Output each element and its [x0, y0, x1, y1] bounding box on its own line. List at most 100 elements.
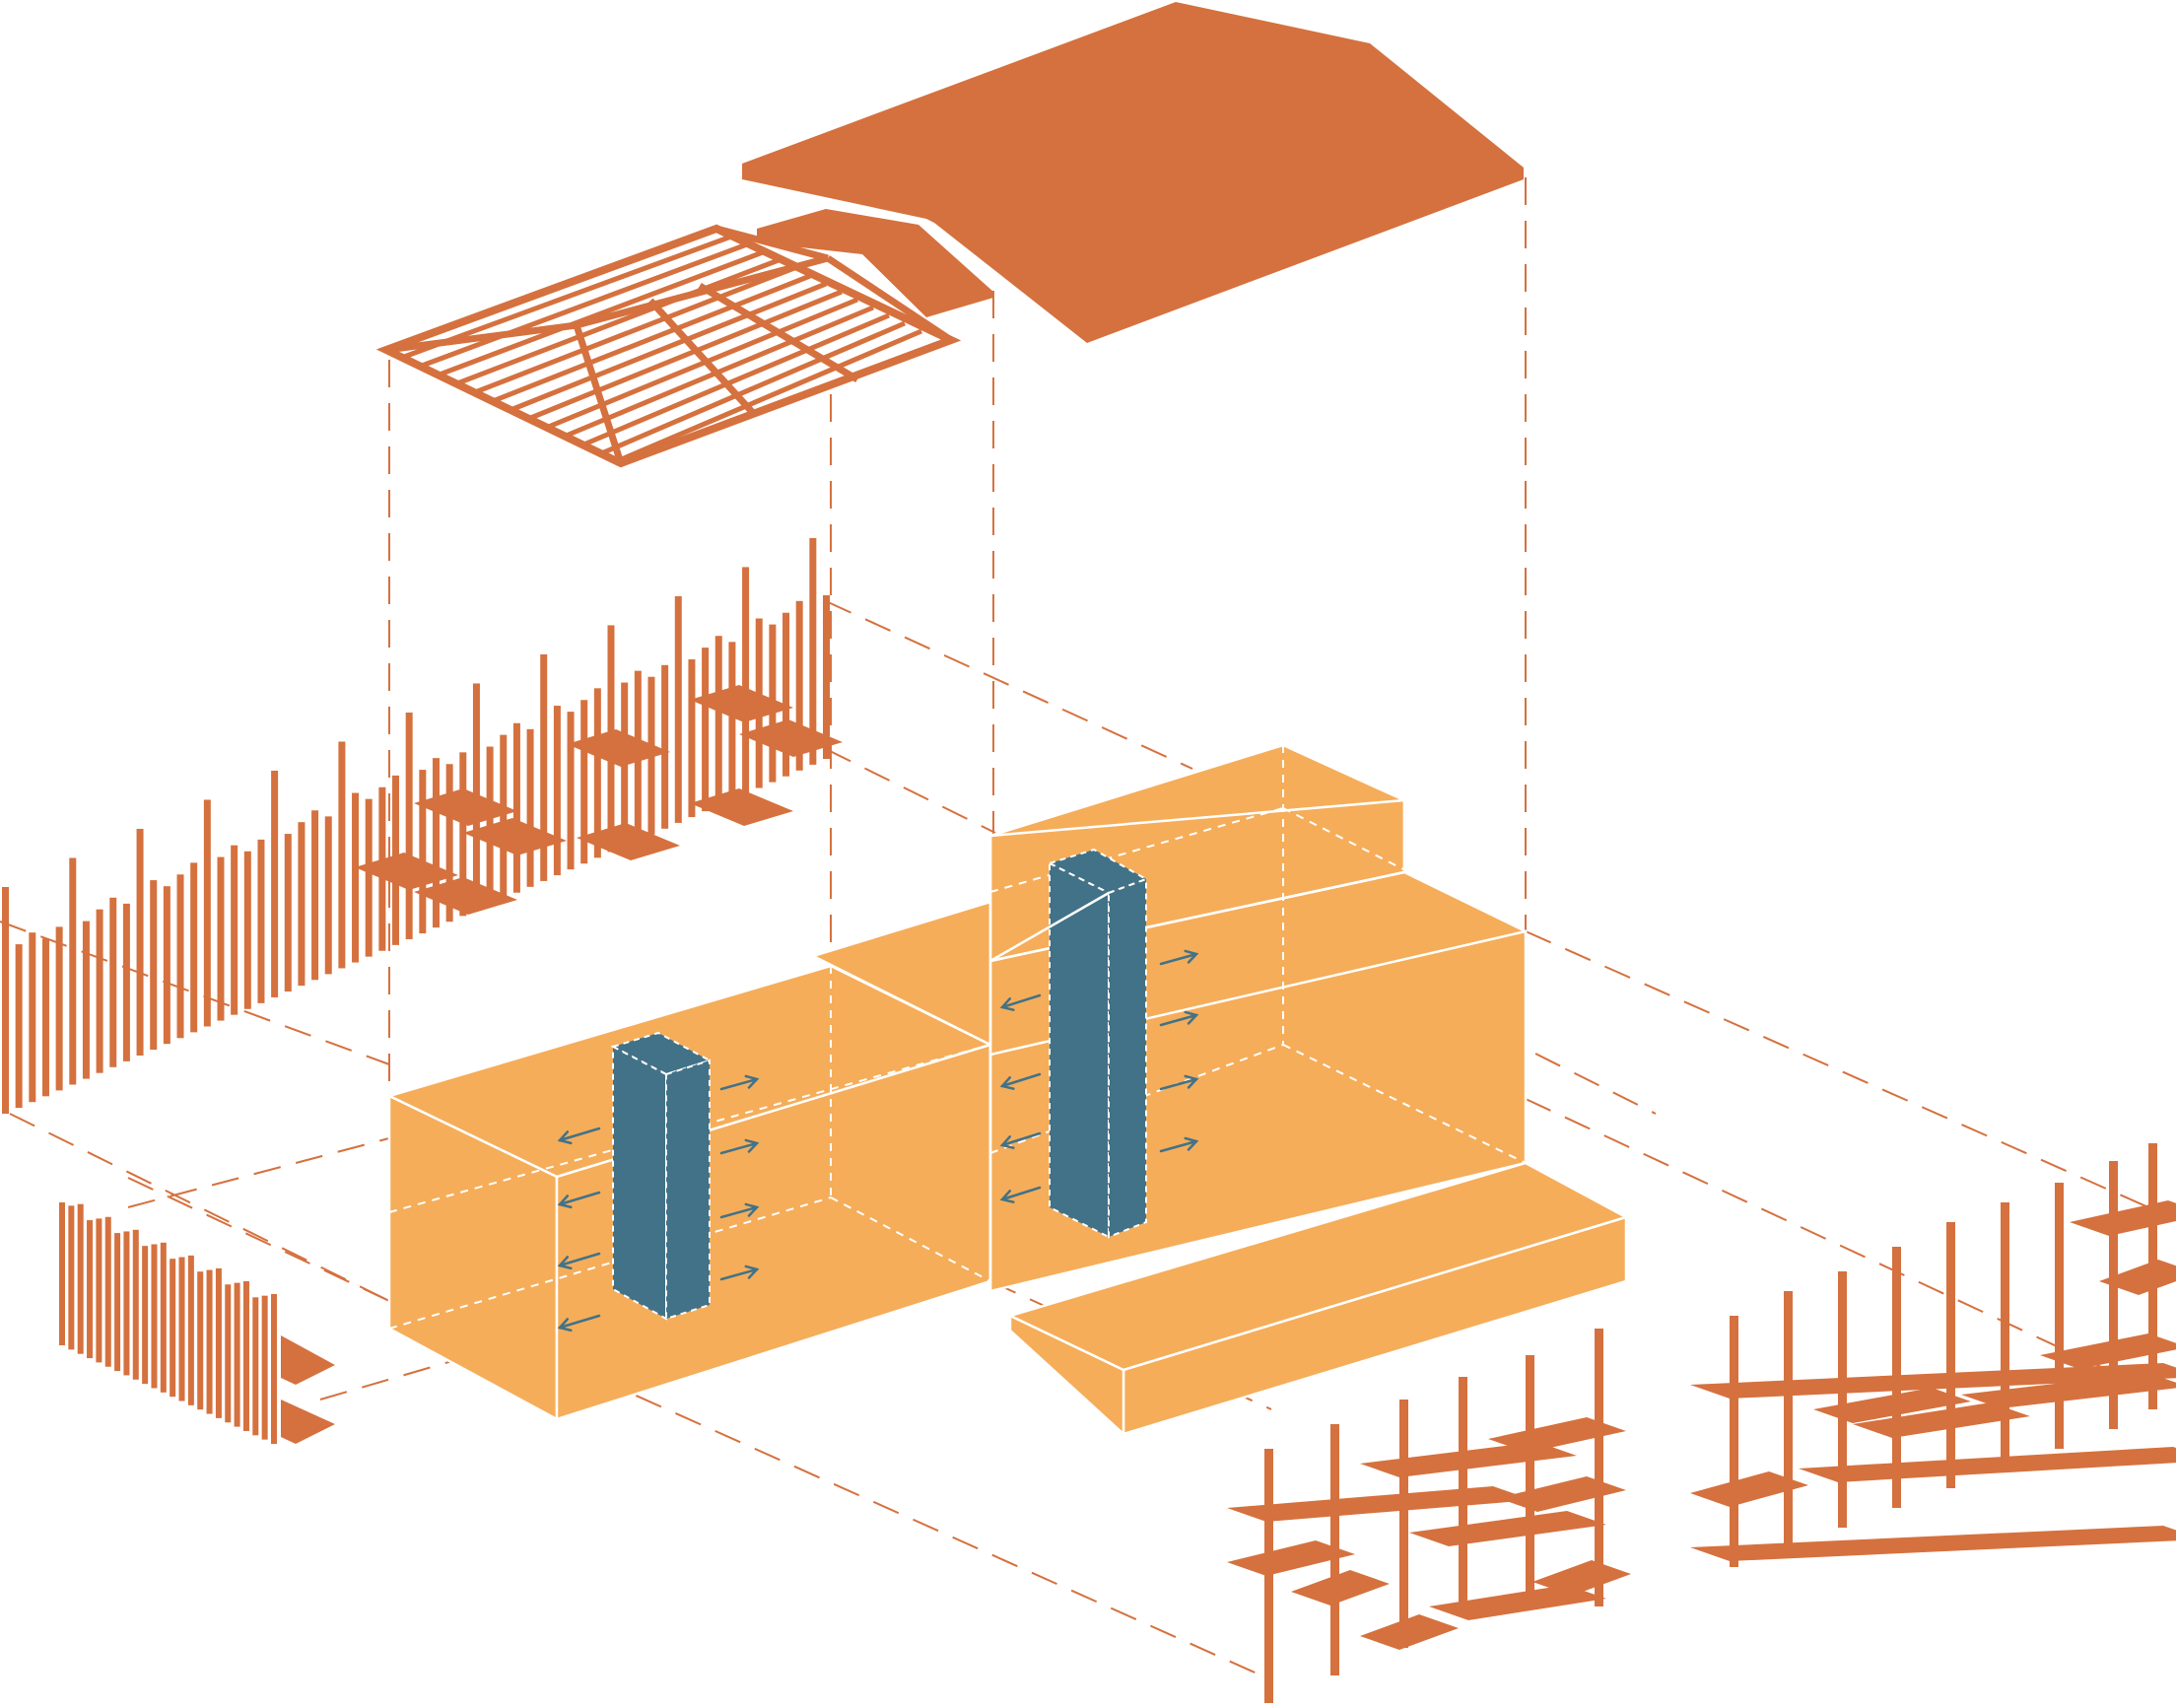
slat — [823, 595, 830, 759]
ventilation-arrows — [557, 949, 1199, 1332]
post — [1526, 1355, 1534, 1597]
post — [1784, 1291, 1793, 1547]
floating-slab — [414, 788, 517, 826]
slat — [15, 944, 23, 1109]
post — [2055, 1183, 2064, 1449]
vent-arrowhead — [999, 997, 1015, 1011]
slat — [59, 1202, 65, 1345]
slat — [338, 741, 346, 969]
vent-arrow — [719, 1141, 759, 1155]
roof-rafter — [573, 323, 625, 465]
slat — [231, 845, 238, 1015]
roof-slat — [456, 257, 780, 386]
post — [1595, 1329, 1603, 1606]
slat — [284, 834, 292, 992]
slat — [311, 810, 319, 981]
slat — [714, 636, 722, 806]
right-service-core — [1047, 848, 1149, 1239]
vent-arrowhead — [744, 1138, 760, 1153]
vent-arrow — [719, 1077, 759, 1091]
slat — [795, 600, 803, 771]
slat — [114, 1233, 121, 1372]
shelf — [1360, 1442, 1577, 1477]
vent-arrowhead — [744, 1264, 760, 1279]
slat — [41, 938, 49, 1097]
vent-arrow — [1159, 952, 1198, 966]
slat — [55, 926, 63, 1091]
slat — [352, 792, 360, 963]
main-roof-slab — [742, 2, 1524, 343]
vent-arrowhead — [1184, 1010, 1199, 1025]
slat — [69, 857, 77, 1085]
roof-slat — [510, 281, 827, 413]
slat — [187, 1255, 194, 1405]
slat — [197, 1271, 204, 1410]
slat — [257, 839, 265, 1003]
slat — [178, 1257, 185, 1401]
shelf — [1690, 1363, 2176, 1399]
main-roof — [742, 2, 1524, 343]
guide-line — [825, 600, 1193, 770]
vent-arrow — [1000, 1072, 1042, 1088]
slat — [136, 828, 144, 1056]
slat — [151, 1244, 158, 1389]
floating-slab — [414, 877, 517, 915]
vent-arrow — [558, 1127, 601, 1142]
shelf — [2040, 1333, 2176, 1369]
right-shelf-frame — [1690, 1143, 2176, 1567]
slat — [217, 856, 225, 1021]
slat — [225, 1284, 232, 1423]
shelf — [1227, 1540, 1355, 1576]
shelf — [1227, 1486, 1532, 1522]
roof-rafter — [826, 255, 953, 343]
slat — [580, 700, 588, 864]
slat — [742, 567, 750, 794]
vent-arrow — [1159, 1013, 1198, 1027]
slat — [809, 537, 817, 765]
slat — [365, 798, 373, 957]
vent-arrowhead — [557, 1195, 573, 1209]
vent-arrowhead — [744, 1202, 760, 1217]
front-shelf-frame — [1227, 1329, 1631, 1703]
vent-arrow — [1000, 993, 1042, 1009]
core-right-face — [665, 1059, 711, 1321]
left-screen-shelves — [281, 1335, 335, 1444]
slat — [324, 816, 332, 975]
slat — [405, 712, 413, 939]
vent-arrow — [1000, 1131, 1042, 1147]
vent-arrowhead — [999, 1190, 1015, 1203]
slat — [674, 595, 682, 823]
vent-arrowhead — [999, 1076, 1015, 1090]
post — [2109, 1161, 2118, 1429]
vent-arrowhead — [1184, 1136, 1199, 1151]
roof-slat — [598, 320, 906, 457]
secondary-roof-slab — [757, 209, 993, 317]
slat — [142, 1246, 149, 1385]
slat — [553, 706, 561, 876]
slat — [150, 880, 158, 1051]
post — [1892, 1247, 1901, 1508]
slat — [132, 1229, 139, 1380]
roof-slat — [439, 249, 764, 377]
post — [1399, 1400, 1408, 1648]
slat — [242, 1280, 249, 1431]
slat — [271, 1294, 277, 1444]
post — [1459, 1377, 1467, 1616]
slat — [170, 1259, 176, 1398]
screen-shelf — [281, 1400, 335, 1444]
slat — [419, 770, 427, 934]
core-top — [610, 1031, 713, 1076]
slat — [702, 648, 710, 812]
slat — [593, 688, 601, 858]
slat — [96, 909, 103, 1073]
upper-floating-slabs — [355, 685, 843, 915]
post — [1264, 1449, 1273, 1703]
slat — [2, 887, 9, 1114]
lattice-roof-frame — [375, 224, 962, 468]
floating-slab — [739, 719, 843, 757]
vent-arrowhead — [1184, 1074, 1199, 1089]
floating-slab — [577, 823, 680, 860]
slat — [271, 770, 279, 997]
shelf — [2070, 1200, 2176, 1236]
roof-slat — [421, 241, 748, 369]
